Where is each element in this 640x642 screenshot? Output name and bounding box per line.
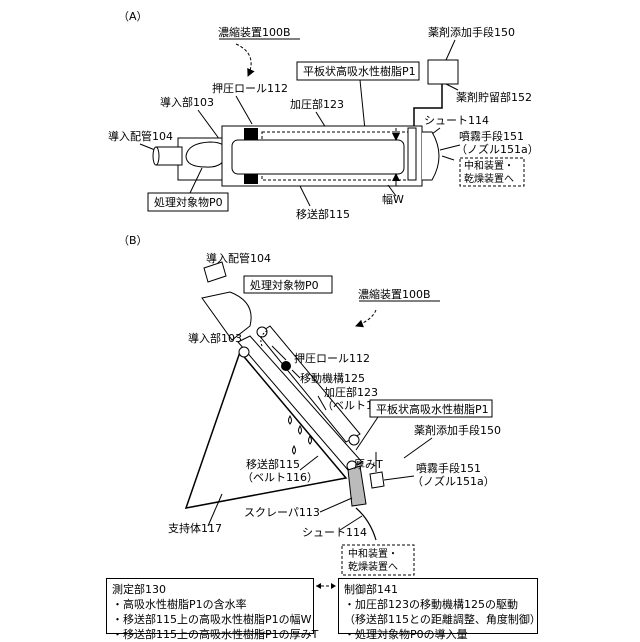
object-p0-label-b: 処理対象物P0: [250, 278, 319, 292]
press-roll-leader-a: [236, 96, 252, 124]
resin-sheet-a: [232, 140, 404, 174]
inlet-pipe-b: [204, 262, 226, 282]
concentrator-leader-b: [356, 310, 376, 326]
transport-label-b-2: （ベルト116）: [242, 471, 318, 484]
chemical-adder-leader-b: [404, 438, 432, 458]
sprayer-label-b: 噴霧手段151: [416, 461, 481, 475]
chemical-adder-label-b: 薬剤添加手段150: [414, 423, 501, 437]
concentrator-label-b: 濃縮装置100B: [358, 287, 431, 301]
measure-title: 測定部130: [112, 582, 308, 597]
resin-p1-label-a: 平板状高吸水性樹脂P1: [303, 64, 416, 78]
moving-mech-label: 移動機構125: [300, 371, 365, 385]
scraper-b: [348, 466, 366, 506]
inlet-pipe-a: [156, 147, 182, 165]
sprayer-label-a: 噴霧手段151: [459, 129, 524, 143]
press-part-label-b-1: 加圧部123: [324, 385, 378, 399]
belt-roller-top: [239, 347, 249, 357]
press-roll-label-a: 押圧ロール112: [212, 81, 288, 95]
press-roller-1: [257, 327, 267, 337]
neutralizer-label-b-2: 乾燥装置へ: [348, 560, 398, 573]
nozzle-label-b: （ノズル151a）: [412, 474, 495, 488]
belt-end-a: [422, 132, 439, 180]
resin-p1-label-b: 平板状高吸水性樹脂P1: [376, 402, 489, 416]
sprayer-leader-b: [384, 476, 414, 480]
width-label: 幅W: [382, 193, 404, 206]
control-item: ・加圧部123の移動機構125の駆動: [344, 597, 532, 612]
transport-leader-a: [300, 186, 310, 206]
chemical-adder-label-a: 薬剤添加手段150: [428, 25, 515, 39]
object-p0-label-a: 処理対象物P0: [154, 195, 223, 209]
nozzle-label-a: （ノズル151a）: [456, 142, 539, 156]
support-label: 支持体117: [168, 521, 222, 535]
press-roller-2: [349, 435, 359, 445]
measure-item: ・移送部115上の高吸水性樹脂P1の幅W: [112, 612, 308, 627]
neutralizer-label-b-1: 中和装置・: [348, 547, 398, 560]
press-part-label-a: 加圧部123: [290, 97, 344, 111]
transport-label-a: 移送部115: [296, 207, 350, 221]
scraper-leader: [320, 498, 352, 512]
panel-b-label: （B）: [118, 234, 148, 247]
inlet-label-b: 導入部103: [188, 331, 242, 345]
inlet-pipe-end-a: [153, 147, 159, 165]
control-box: 制御部141 ・加圧部123の移動機構125の駆動 （移送部115との距離調整、…: [338, 578, 538, 634]
panel-a-label: （A）: [118, 10, 148, 23]
scraper-label: スクレーパ113: [244, 506, 320, 519]
control-title: 制御部141: [344, 582, 532, 597]
chem-reservoir-box: [428, 60, 458, 84]
measure-item: ・高吸水性樹脂P1の含水率: [112, 597, 308, 612]
chute-a: [408, 128, 416, 180]
nozzle-b: [370, 472, 384, 488]
to-neutralizer-arrow-a: [442, 156, 454, 160]
thickness-label: 厚みT: [354, 458, 383, 471]
inlet-leader-a: [198, 110, 220, 140]
chute-label-b: シュート114: [302, 526, 367, 539]
inlet-pipe-label-a: 導入配管104: [108, 129, 173, 143]
link-arrow-left: [316, 583, 321, 589]
transport-label-b-1: 移送部115: [246, 457, 300, 471]
inlet-label-a: 導入部103: [160, 95, 214, 109]
chute-label-a: シュート114: [424, 114, 489, 127]
press-roll-label-b: 押圧ロール112: [294, 351, 370, 365]
neutralizer-label-a-2: 乾燥装置へ: [464, 172, 514, 185]
neutralizer-label-a-1: 中和装置・: [464, 159, 514, 172]
chem-reservoir-leader: [446, 84, 458, 90]
link-arrow-right: [331, 583, 336, 589]
measure-box: 測定部130 ・高吸水性樹脂P1の含水率 ・移送部115上の高吸水性樹脂P1の幅…: [106, 578, 314, 634]
concentrator-label-a: 濃縮装置100B: [218, 25, 291, 39]
chem-reservoir-label: 薬剤貯留部152: [456, 90, 532, 104]
moving-mechanism-dot: [281, 361, 291, 371]
chemical-adder-leader-a: [446, 40, 455, 60]
control-item: （移送部115との距離調整、角度制御）: [344, 612, 532, 627]
concentrator-leader-a: [236, 44, 251, 76]
inlet-pipe-label-b: 導入配管104: [206, 251, 271, 265]
